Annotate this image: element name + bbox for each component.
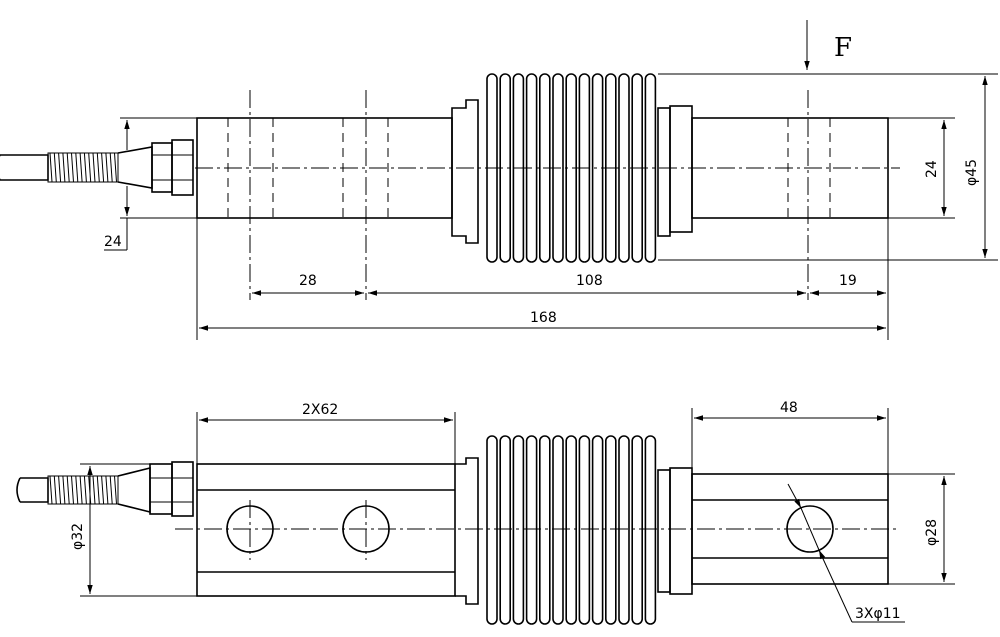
svg-text:48: 48 [780, 400, 798, 416]
svg-text:3Xφ11: 3Xφ11 [855, 606, 901, 622]
bellows-convolution [486, 435, 498, 625]
cable-spring-coil [53, 152, 57, 183]
left-block-bottom [196, 463, 456, 597]
cable-spring-coil [58, 475, 62, 505]
dim-phi28: φ28 [924, 476, 947, 582]
bellows-convolution [525, 435, 538, 625]
svg-text:φ45: φ45 [964, 159, 980, 186]
svg-text:28: 28 [299, 273, 317, 289]
cable-spring-coil [58, 152, 62, 183]
dim-cable-label: 24 [104, 234, 122, 250]
dim-48: 48 [694, 400, 886, 421]
cable-spring-coil [66, 475, 70, 505]
dim-108: 108 [368, 273, 806, 296]
svg-text:24: 24 [924, 160, 940, 178]
cable-spring-coil [114, 475, 117, 505]
bellows-convolution [631, 435, 644, 625]
cable-spring-coil [71, 152, 74, 183]
cable-spring-coil [105, 152, 109, 183]
cable [0, 139, 194, 196]
svg-text:168: 168 [530, 310, 557, 326]
dim-24-right: 24 [924, 120, 947, 216]
bellows-convolution [552, 435, 564, 625]
cable-spring-coil [62, 152, 66, 183]
dim-phi45: φ45 [964, 76, 988, 258]
bellows-convolution [565, 435, 578, 625]
cable-spring-coil [109, 152, 113, 183]
left-flange [451, 99, 479, 244]
bellows-convolution [618, 435, 630, 625]
svg-text:19: 19 [839, 273, 857, 289]
bellows-convolution [604, 435, 617, 625]
cable-spring-coil [105, 475, 109, 505]
bellows-convolution [591, 435, 604, 625]
dim-cable-24: 24 [104, 117, 197, 251]
cable-spring-coil [62, 475, 66, 505]
cable-spring-coil [114, 152, 117, 183]
cable-spring-coil [75, 152, 79, 183]
cable-spring-coil [79, 475, 83, 505]
hole-callout: 3Xφ11 [787, 483, 905, 623]
bellows-convolution [644, 435, 657, 625]
cable-spring-coil [79, 152, 83, 183]
cable-spring-coil [75, 475, 79, 505]
bellows-convolution [499, 435, 512, 625]
cable-spring-coil [88, 152, 92, 183]
top-view: F [0, 20, 998, 340]
cable-spring-coil [92, 152, 96, 183]
svg-text:2X62: 2X62 [302, 402, 338, 418]
dim-168: 168 [199, 310, 886, 331]
right-flange [657, 107, 671, 237]
svg-text:φ32: φ32 [70, 523, 86, 550]
dim-19: 19 [810, 273, 886, 296]
cable-spring-coil [83, 475, 87, 505]
cable-bottom [16, 461, 194, 517]
svg-text:108: 108 [576, 273, 603, 289]
bellows-convolution [512, 435, 525, 625]
bellows-convolution [578, 435, 591, 625]
cable-spring-coil [83, 152, 87, 183]
cable-spring-coil [66, 152, 70, 183]
dim-phi32: φ32 [70, 466, 93, 594]
cable-spring-coil [109, 475, 113, 505]
bellows-bottom [486, 435, 657, 625]
dim-2x62: 2X62 [199, 402, 453, 423]
cable-spring-coil [71, 475, 74, 505]
cable-spring-coil [92, 475, 96, 505]
bottom-view: 2X62 48 φ32 φ28 3Xφ11 [16, 400, 955, 625]
cable-spring-coil [53, 475, 57, 505]
svg-text:φ28: φ28 [924, 519, 940, 546]
bellows-convolution [538, 435, 551, 625]
cable-spring-coil [49, 475, 53, 505]
cable-spring-coil [49, 152, 53, 183]
force-label: F [834, 33, 852, 63]
cable-spring-coil [96, 152, 100, 183]
cable-spring-coil [96, 475, 100, 505]
cable-spring-coil [101, 152, 105, 183]
cable-spring-coil [101, 475, 105, 505]
force-arrow: F [804, 20, 852, 70]
dim-28: 28 [252, 273, 364, 296]
